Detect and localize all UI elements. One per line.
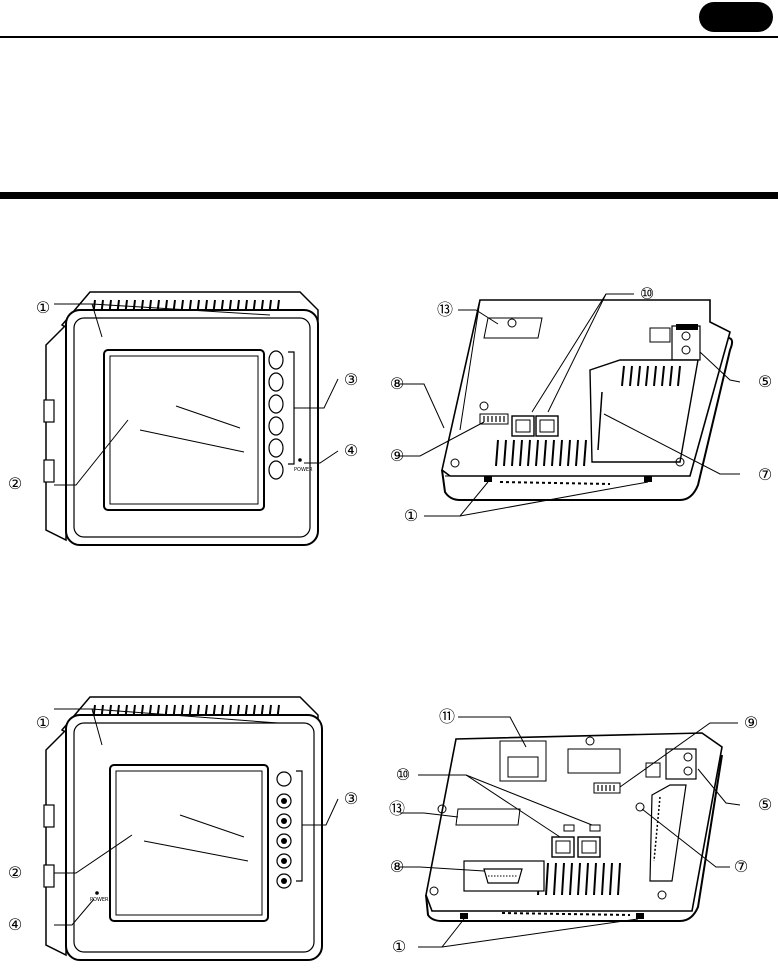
callout-7: ⑦ <box>754 467 776 483</box>
callout-1: ① <box>32 300 54 316</box>
callout-1-rear-b: ① <box>388 939 410 955</box>
callout-2-b: ② <box>4 865 26 881</box>
callout-11: ⑪ <box>436 709 458 725</box>
rear-view-illustration-2 <box>380 685 778 975</box>
rear-view-illustration <box>380 280 778 570</box>
callout-9-b: ⑨ <box>740 715 762 731</box>
header-rule <box>0 36 778 38</box>
callout-8: ⑧ <box>386 376 408 392</box>
callout-7-b: ⑦ <box>730 859 752 875</box>
callout-5-b: ⑤ <box>754 797 776 813</box>
power-label-b: POWER <box>90 897 109 903</box>
callout-10-b: ⑩ <box>392 767 414 783</box>
section-top: ① ② ③ ④ POWER <box>0 280 778 570</box>
callout-4: ④ <box>340 443 362 459</box>
callout-13-b: ⑬ <box>386 801 408 817</box>
callout-9: ⑨ <box>386 448 408 464</box>
front-view-illustration <box>0 280 380 570</box>
callout-5: ⑤ <box>754 374 776 390</box>
callout-1-rear: ① <box>400 508 422 524</box>
header-tab <box>699 2 773 32</box>
section-rule <box>0 192 778 199</box>
callout-2: ② <box>4 476 26 492</box>
front-view-illustration-2 <box>0 685 380 975</box>
callout-3-b: ③ <box>340 791 362 807</box>
callout-13: ⑬ <box>434 302 456 318</box>
callout-10: ⑩ <box>636 286 658 302</box>
callout-8-b: ⑧ <box>386 859 408 875</box>
section-bottom: ① ② ③ ④ POWER <box>0 685 778 975</box>
callout-1-b: ① <box>32 715 54 731</box>
callout-3: ③ <box>340 372 362 388</box>
power-label: POWER <box>294 467 313 473</box>
callout-4-b: ④ <box>4 917 26 933</box>
